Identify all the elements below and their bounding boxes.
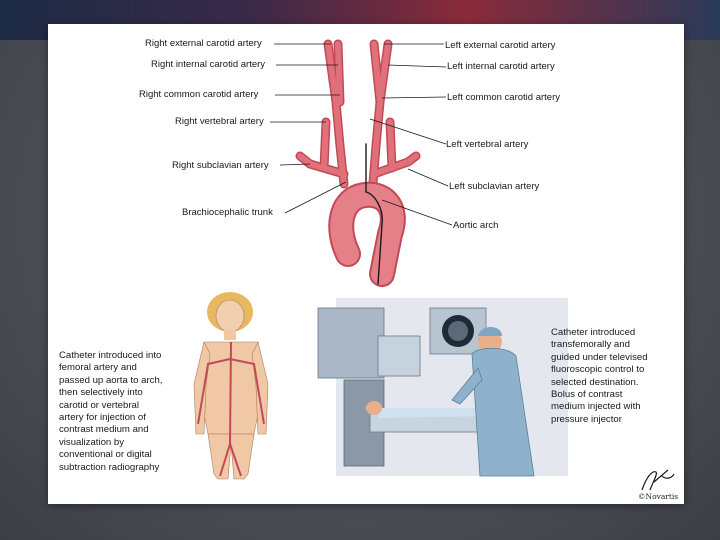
label-left-subclavian: Left subclavian artery (449, 182, 539, 192)
label-right-internal-carotid: Right internal carotid artery (151, 60, 265, 70)
artery-tree (300, 44, 416, 284)
patient-figure (194, 292, 268, 479)
caption-transfemoral-procedure: Catheter introduced transfemorally and g… (551, 327, 679, 426)
fluoroscopy-machine (318, 308, 384, 378)
label-left-common-carotid: Left common carotid artery (447, 93, 560, 103)
label-right-vertebral: Right vertebral artery (175, 117, 264, 127)
caption-femoral-route: Catheter introduced into femoral artery … (59, 350, 183, 474)
slide-canvas: Right external carotid artery Right inte… (48, 24, 684, 504)
label-left-vertebral: Left vertebral artery (446, 140, 528, 150)
angiography-room (318, 298, 568, 476)
label-aortic-arch: Aortic arch (453, 221, 498, 231)
label-left-external-carotid: Left external carotid artery (445, 41, 555, 51)
label-right-subclavian: Right subclavian artery (172, 161, 269, 171)
label-right-external-carotid: Right external carotid artery (145, 39, 262, 49)
label-right-common-carotid: Right common carotid artery (139, 90, 258, 100)
copyright-novartis: ©Novartis (638, 492, 678, 501)
label-left-internal-carotid: Left internal carotid artery (447, 62, 555, 72)
label-brachiocephalic-trunk: Brachiocephalic trunk (182, 208, 273, 218)
